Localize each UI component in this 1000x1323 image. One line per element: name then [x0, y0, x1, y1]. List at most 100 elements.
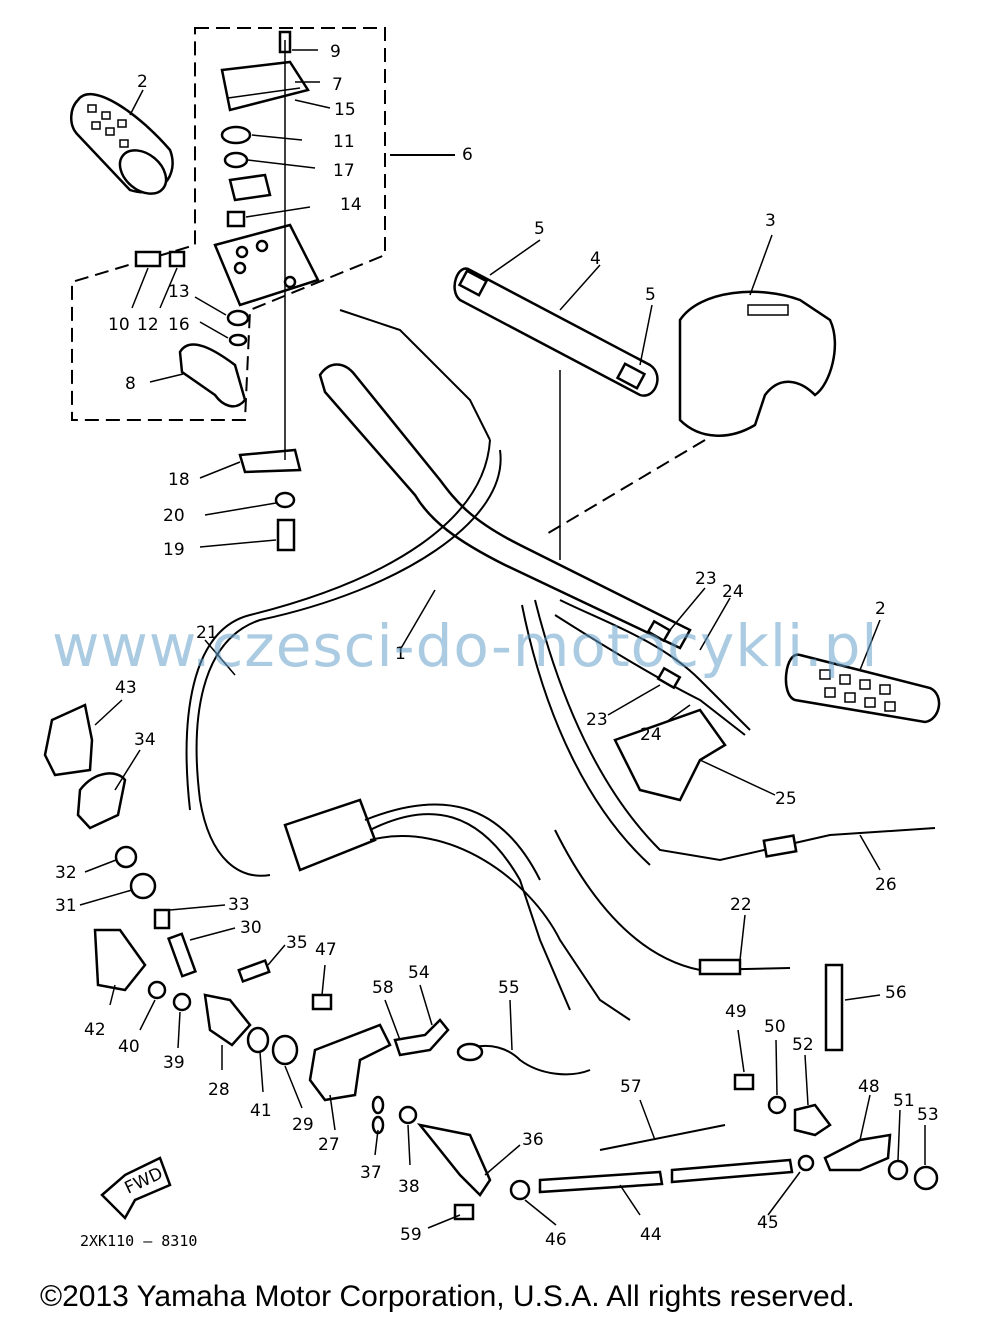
- callout: 41: [250, 1101, 272, 1121]
- callout: 9: [330, 42, 341, 62]
- leader-44: [619, 1184, 641, 1216]
- right-leaders: [737, 994, 926, 1165]
- callout: 37: [360, 1163, 382, 1183]
- callout: 56: [885, 983, 907, 1003]
- callout: 24: [640, 725, 662, 745]
- connector-55: [456, 1042, 484, 1062]
- junction-wires: [364, 803, 631, 1021]
- switch-parts: [134, 30, 320, 552]
- cover: [678, 290, 837, 437]
- throttle-cables: [554, 599, 751, 736]
- callout: 46: [545, 1230, 567, 1250]
- callout: 27: [318, 1135, 340, 1155]
- copyright-notice: ©2013 Yamaha Motor Corporation, U.S.A. A…: [40, 1280, 855, 1313]
- callout: 48: [858, 1077, 880, 1097]
- callout: 14: [340, 195, 362, 215]
- callout: 15: [334, 100, 356, 120]
- leader-55: [509, 999, 513, 1051]
- leader-45: [767, 1171, 801, 1216]
- callout: 3: [765, 211, 776, 231]
- callout: 2: [137, 72, 148, 92]
- callout-numbers: 9 7 15 11 17 6 14 2 10 12 13 16 8 18 20 …: [55, 42, 939, 1250]
- diagram-code: 2XK110 – 8310: [80, 1232, 198, 1250]
- leader-21: [204, 639, 236, 676]
- callout: 33: [228, 895, 250, 915]
- callout: 52: [792, 1035, 814, 1055]
- callout: 16: [168, 315, 190, 335]
- left-grip: [70, 93, 174, 195]
- left-leaders: [79, 699, 303, 1109]
- cable-44: [538, 1158, 794, 1194]
- wire-55: [464, 1044, 591, 1076]
- callout: 51: [893, 1091, 915, 1111]
- callout: 1: [395, 644, 406, 664]
- callout: 11: [333, 132, 355, 152]
- callout: 53: [917, 1105, 939, 1125]
- callout: 18: [168, 470, 190, 490]
- callout: 24: [722, 582, 744, 602]
- switch-assembly-outline: [71, 27, 386, 421]
- callout: 23: [695, 569, 717, 589]
- callout: 43: [115, 678, 137, 698]
- callout: 47: [315, 940, 337, 960]
- handlebar: [318, 363, 692, 650]
- callout: 34: [134, 730, 156, 750]
- junction-box: [283, 798, 377, 872]
- leader-57: [639, 1099, 656, 1141]
- callout: 28: [208, 1080, 230, 1100]
- callout: 2: [875, 599, 886, 619]
- leader-3: [749, 234, 773, 296]
- callout: 54: [408, 963, 430, 983]
- leader-2-left: [129, 89, 144, 116]
- callout: 58: [372, 978, 394, 998]
- callout: 57: [620, 1077, 642, 1097]
- callout: 26: [875, 875, 897, 895]
- callout: 23: [586, 710, 608, 730]
- callout: 5: [645, 285, 656, 305]
- lever-leaders: [321, 964, 557, 1229]
- callout: 36: [522, 1130, 544, 1150]
- callout: 6: [462, 145, 473, 165]
- watermark: www.czesci-do-motocykli.pl: [52, 612, 879, 680]
- throttle-leaders: [607, 587, 731, 729]
- callout: 30: [240, 918, 262, 938]
- callout: 29: [292, 1115, 314, 1135]
- cover-fit-line: [544, 439, 706, 536]
- rod-57: [599, 1124, 726, 1151]
- callout: 4: [590, 249, 601, 269]
- cable-26: [521, 599, 936, 866]
- leader-26: [859, 834, 881, 871]
- callout: 21: [196, 623, 218, 643]
- callout: 20: [163, 506, 185, 526]
- callout: 44: [640, 1225, 662, 1245]
- forward-arrow: [100, 1156, 172, 1221]
- leader-22: [739, 914, 746, 961]
- lever-assembly: [308, 993, 531, 1221]
- switch-leaders: [131, 49, 331, 548]
- leader-2-right: [859, 619, 881, 671]
- right-grip: [784, 653, 941, 724]
- callout: 12: [137, 315, 159, 335]
- callout: 38: [398, 1177, 420, 1197]
- right-small-parts: [733, 963, 939, 1191]
- pad-leaders: [489, 239, 653, 560]
- callout: 7: [332, 75, 343, 95]
- callout: 40: [118, 1037, 140, 1057]
- sensor-22: [698, 958, 742, 976]
- leader-25: [699, 759, 776, 796]
- callout: 42: [84, 1020, 106, 1040]
- callout: 10: [108, 315, 130, 335]
- cover-label: [747, 304, 789, 316]
- leader-1: [399, 589, 436, 651]
- cable-22: [554, 829, 791, 972]
- callout: 17: [333, 161, 355, 181]
- callout: 55: [498, 978, 520, 998]
- left-small-parts: [43, 703, 299, 1066]
- callout: 35: [286, 933, 308, 953]
- callout: 32: [55, 863, 77, 883]
- callout: 22: [730, 895, 752, 915]
- nut-45: [797, 1154, 815, 1172]
- callout: 31: [55, 896, 77, 916]
- callout: 39: [163, 1053, 185, 1073]
